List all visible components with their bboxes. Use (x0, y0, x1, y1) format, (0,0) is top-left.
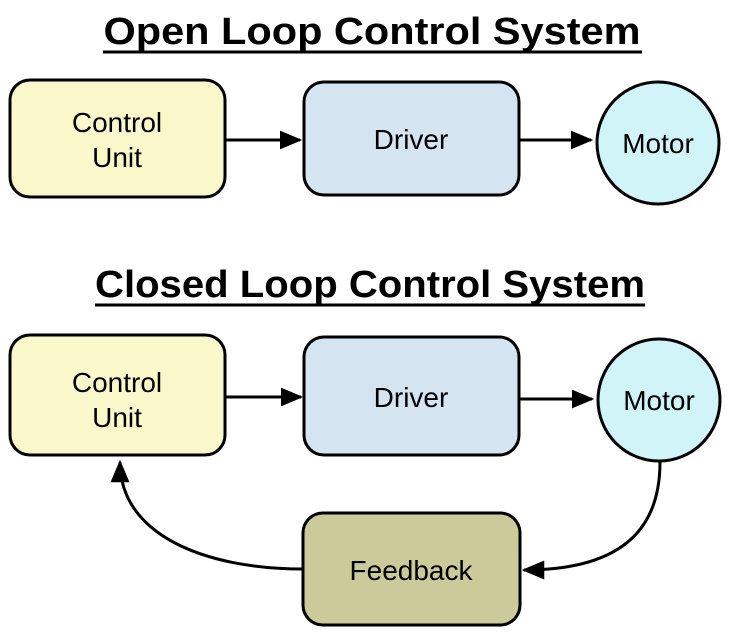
closed-loop-section: Closed Loop Control System Control Unit … (8, 264, 722, 627)
open-control-unit-box (8, 78, 227, 199)
open-motor-node: Motor (595, 80, 721, 206)
closed-driver-label: Driver (374, 382, 449, 413)
closed-driver-node: Driver (302, 335, 521, 457)
closed-motor-node: Motor (596, 337, 722, 463)
closed-motor-label: Motor (623, 385, 695, 416)
closed-control-unit-node: Control Unit (8, 333, 227, 457)
closed-feedback-node: Feedback (301, 511, 522, 627)
closed-driver-box (302, 335, 521, 457)
open-control-unit-label-line2: Unit (92, 142, 142, 173)
closed-feedback-label: Feedback (350, 555, 474, 586)
open-loop-section: Open Loop Control System Control Unit Dr… (8, 11, 721, 206)
open-driver-node: Driver (302, 80, 521, 197)
open-loop-title: Open Loop Control System (104, 11, 641, 53)
open-driver-label: Driver (374, 124, 449, 155)
closed-arrow-motor-to-feedback (521, 461, 662, 580)
closed-control-unit-box (8, 333, 227, 457)
closed-loop-title: Closed Loop Control System (95, 264, 645, 306)
open-control-unit-label-line1: Control (72, 107, 162, 138)
closed-arrow-feedback-to-controlunit (110, 459, 304, 571)
closed-motor-circle (596, 337, 722, 463)
closed-control-unit-label-line2: Unit (92, 402, 142, 433)
open-control-unit-node: Control Unit (8, 78, 227, 199)
open-motor-label: Motor (622, 128, 694, 159)
open-motor-circle (595, 80, 721, 206)
closed-control-unit-label-line1: Control (72, 367, 162, 398)
